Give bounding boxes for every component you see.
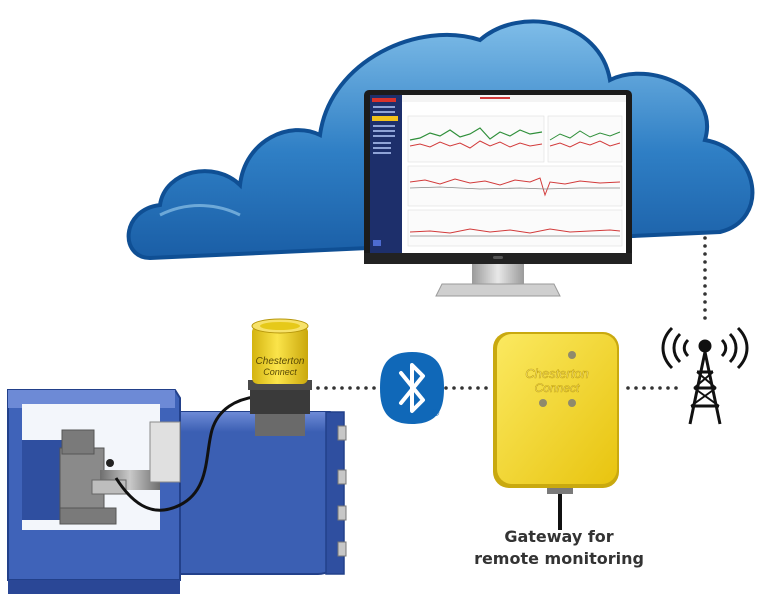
dashboard-chart-1 bbox=[407, 115, 545, 163]
connector-sensor-to-bluetooth bbox=[316, 386, 376, 390]
caption-line-2: remote monitoring bbox=[474, 549, 644, 568]
gateway-caption: Gateway for remote monitoring bbox=[468, 526, 650, 570]
pump-assembly bbox=[7, 389, 347, 594]
gateway-body bbox=[497, 334, 617, 484]
monitor-base bbox=[435, 283, 561, 297]
sensor-brand-line2: Connect bbox=[263, 367, 297, 377]
monitor-stand bbox=[472, 264, 524, 284]
connector-gateway-to-tower bbox=[626, 386, 678, 390]
registered-mark: ® bbox=[432, 408, 440, 419]
gateway-device: Chesterton Connect bbox=[493, 332, 619, 530]
connector-lines bbox=[316, 236, 707, 390]
vibration-sensor: Chesterton Connect bbox=[248, 318, 312, 436]
sensor-brand-line1: Chesterton bbox=[256, 356, 305, 367]
sensor-cable bbox=[114, 394, 263, 512]
dashboard-chart-3 bbox=[407, 165, 623, 207]
connector-bluetooth-to-gateway bbox=[444, 386, 488, 390]
chesterton-logo bbox=[372, 98, 396, 102]
cell-tower-icon bbox=[661, 326, 749, 425]
dashboard-chart-2 bbox=[547, 115, 623, 163]
dashboard-chart-4 bbox=[407, 209, 623, 247]
gateway-brand-line2: Connect bbox=[535, 381, 580, 395]
connector-tower-to-cloud bbox=[703, 236, 707, 320]
bluetooth-icon: ® bbox=[380, 352, 444, 424]
dashboard-sidebar bbox=[370, 95, 402, 253]
caption-line-1: Gateway for bbox=[504, 527, 614, 546]
gateway-brand-line1: Chesterton bbox=[525, 366, 589, 381]
monitor bbox=[364, 90, 632, 297]
